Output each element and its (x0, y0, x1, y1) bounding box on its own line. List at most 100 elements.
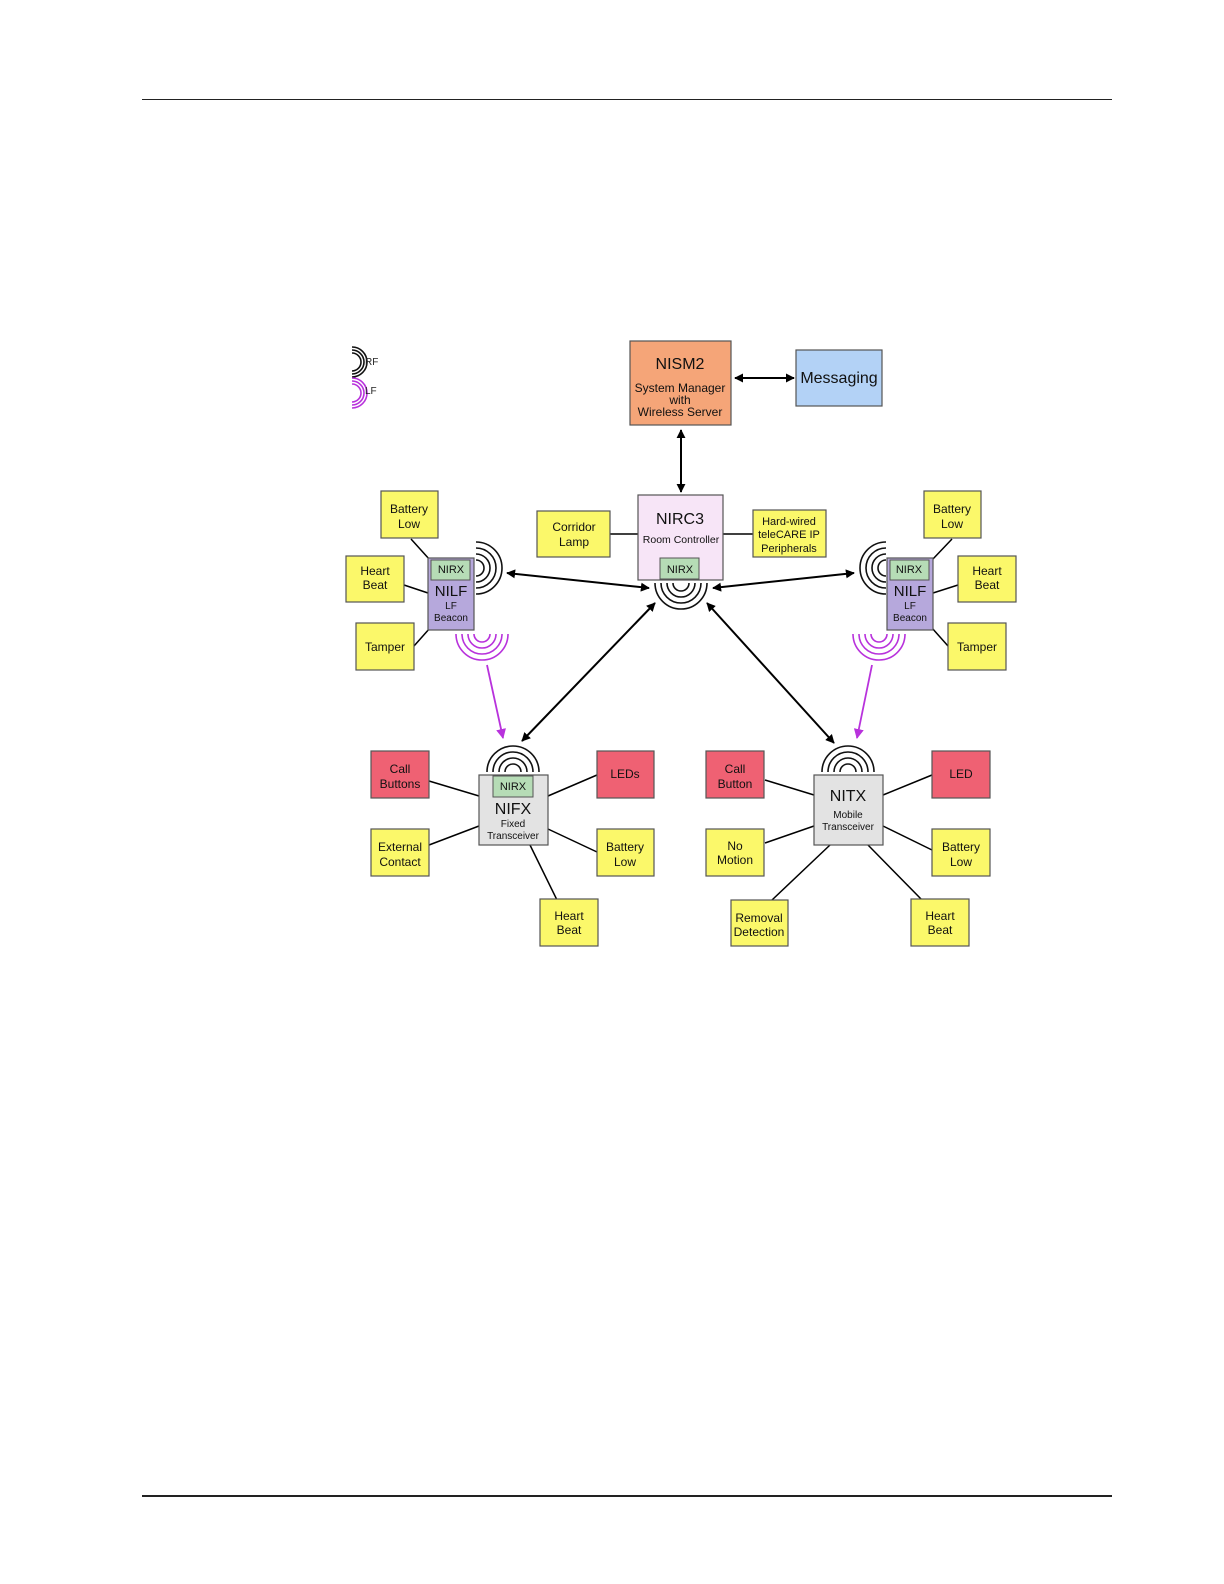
lf-links (486, 664, 873, 739)
footer-rule (142, 1495, 1112, 1497)
nism2-line3: Wireless Server (638, 405, 723, 419)
nitx-node: NITX Mobile Transceiver (813, 774, 884, 846)
nilf-left-battery-line2: Low (398, 517, 420, 531)
nitx-removal-line2: Detection (734, 925, 785, 939)
line-nitx-battery (882, 825, 933, 851)
nitx-nomotion-line1: No (727, 839, 743, 853)
nifx-line1: Fixed (501, 819, 525, 830)
lf-wave-icon (351, 377, 368, 409)
nilf-left-tamper-box: Tamper (355, 622, 415, 671)
nifx-call-line2: Buttons (380, 777, 421, 791)
nilf-left-heartbeat-box: Heart Beat (345, 555, 405, 603)
hardwired-line1: Hard-wired (762, 516, 816, 528)
nifx-heartbeat-line2: Beat (557, 923, 582, 937)
nifx-heartbeat-line1: Heart (554, 909, 584, 923)
nilf-right-heartbeat-box: Heart Beat (957, 555, 1017, 603)
nitx-heartbeat-box: Heart Beat (910, 898, 970, 947)
line-nifx-call (428, 780, 480, 797)
line-nilf-left-battery (410, 538, 431, 561)
nilf-right-tamper-box: Tamper (947, 622, 1007, 671)
nism2-line1: System Manager (635, 381, 726, 395)
arrow-nirc3-nilf-right (712, 569, 855, 592)
nilf-right-nirx-label: NIRX (896, 564, 923, 576)
nifx-leds-box: LEDs (596, 750, 655, 799)
nitx-led-box: LED (931, 750, 991, 799)
line-nifx-leds (547, 774, 598, 797)
nifx-call-buttons-box: Call Buttons (370, 750, 430, 799)
hardwired-peripherals-box: Hard-wired teleCARE IP Peripherals (752, 509, 827, 558)
hardwired-line3: Peripherals (761, 543, 817, 555)
arrow-nirc3-nilf-left (506, 569, 650, 592)
connector-lines (403, 533, 959, 901)
arrow-lf-left (486, 664, 506, 739)
arrow-nirc3-nifx (521, 602, 656, 742)
nitx-removal-detection-box: Removal Detection (730, 899, 789, 947)
line-nitx-nomotion (764, 825, 815, 844)
nilf-left-nirx-module (430, 559, 471, 581)
nism2-node: NISM2 System Manager with Wireless Serve… (629, 340, 732, 426)
nitx-nomotion-line2: Motion (717, 853, 753, 867)
legend-rf-label: RF (365, 357, 379, 368)
rf-wave-icon (654, 582, 708, 610)
nirc3-nirx-label: NIRX (667, 564, 694, 576)
legend-lf-label: LF (365, 386, 377, 397)
nilf-left-title: NILF (435, 583, 468, 600)
lf-wave-icon (852, 633, 906, 661)
line-nitx-removal (771, 844, 831, 901)
nitx-call-line1: Call (725, 762, 746, 776)
rf-wave-icon (859, 541, 887, 595)
header-rule (142, 99, 1112, 100)
nitx-call-button-box: Call Button (705, 750, 765, 799)
nilf-left-battery-line1: Battery (390, 502, 428, 516)
line-nitx-heartbeat (867, 844, 923, 901)
line-nilf-left-heartbeat (403, 584, 429, 594)
rf-links (506, 373, 855, 744)
nilf-left-node: NIRX NILF LF Beacon (427, 557, 475, 631)
nitx-battery-line2: Low (950, 855, 972, 869)
line-nilf-right-battery (931, 538, 953, 561)
nilf-right-battery-line1: Battery (933, 502, 971, 516)
nilf-right-title: NILF (894, 583, 927, 600)
hardwired-line2: teleCARE IP (758, 529, 820, 541)
nilf-right-tamper-line1: Tamper (957, 640, 997, 654)
nilf-left-battery-low-box: Battery Low (380, 490, 439, 539)
nilf-right-line2: Beacon (893, 613, 927, 624)
nirc3-title: NIRC3 (656, 511, 704, 528)
line-nilf-left-tamper (413, 627, 431, 647)
nitx-line1: Mobile (833, 810, 863, 821)
nitx-no-motion-box: No Motion (705, 828, 765, 877)
line-nifx-heartbeat (529, 844, 558, 901)
nitx-battery-line1: Battery (942, 840, 980, 854)
lf-wave-icon (455, 633, 509, 661)
nilf-right-battery-line2: Low (941, 517, 963, 531)
nitx-heartbeat-line2: Beat (928, 923, 953, 937)
rf-wave-icon (486, 745, 540, 773)
corridor-lamp-box: Corridor Lamp (536, 510, 611, 558)
nifx-nirx-module (492, 775, 534, 798)
nifx-external-contact-box: External Contact (370, 828, 430, 877)
nifx-line2: Transceiver (487, 831, 540, 842)
nitx-led-line1: LED (949, 767, 973, 781)
nitx-battery-low-box: Battery Low (931, 828, 991, 877)
rf-wave-icon (821, 745, 875, 773)
nism2-title: NISM2 (656, 356, 705, 373)
messaging-node: Messaging (795, 349, 883, 407)
rf-wave-icon (475, 541, 503, 595)
nifx-title: NIFX (495, 801, 532, 818)
nilf-left-tamper-line1: Tamper (365, 640, 405, 654)
corridor-lamp-line1: Corridor (552, 520, 595, 534)
nifx-node: NIRX NIFX Fixed Transceiver (478, 774, 549, 846)
nifx-battery-line1: Battery (606, 840, 644, 854)
line-nilf-right-heartbeat (932, 584, 959, 594)
nifx-call-line1: Call (390, 762, 411, 776)
nilf-right-heartbeat-line1: Heart (972, 564, 1002, 578)
arrow-lf-right (853, 664, 873, 739)
nilf-right-heartbeat-line2: Beat (975, 578, 1000, 592)
nilf-right-battery-low-box: Battery Low (923, 490, 982, 539)
nilf-right-line1: LF (904, 601, 916, 612)
nifx-nirx-label: NIRX (500, 781, 527, 793)
line-nitx-led (882, 774, 933, 796)
nilf-left-line1: LF (445, 601, 457, 612)
nirc3-subtitle: Room Controller (643, 534, 720, 546)
